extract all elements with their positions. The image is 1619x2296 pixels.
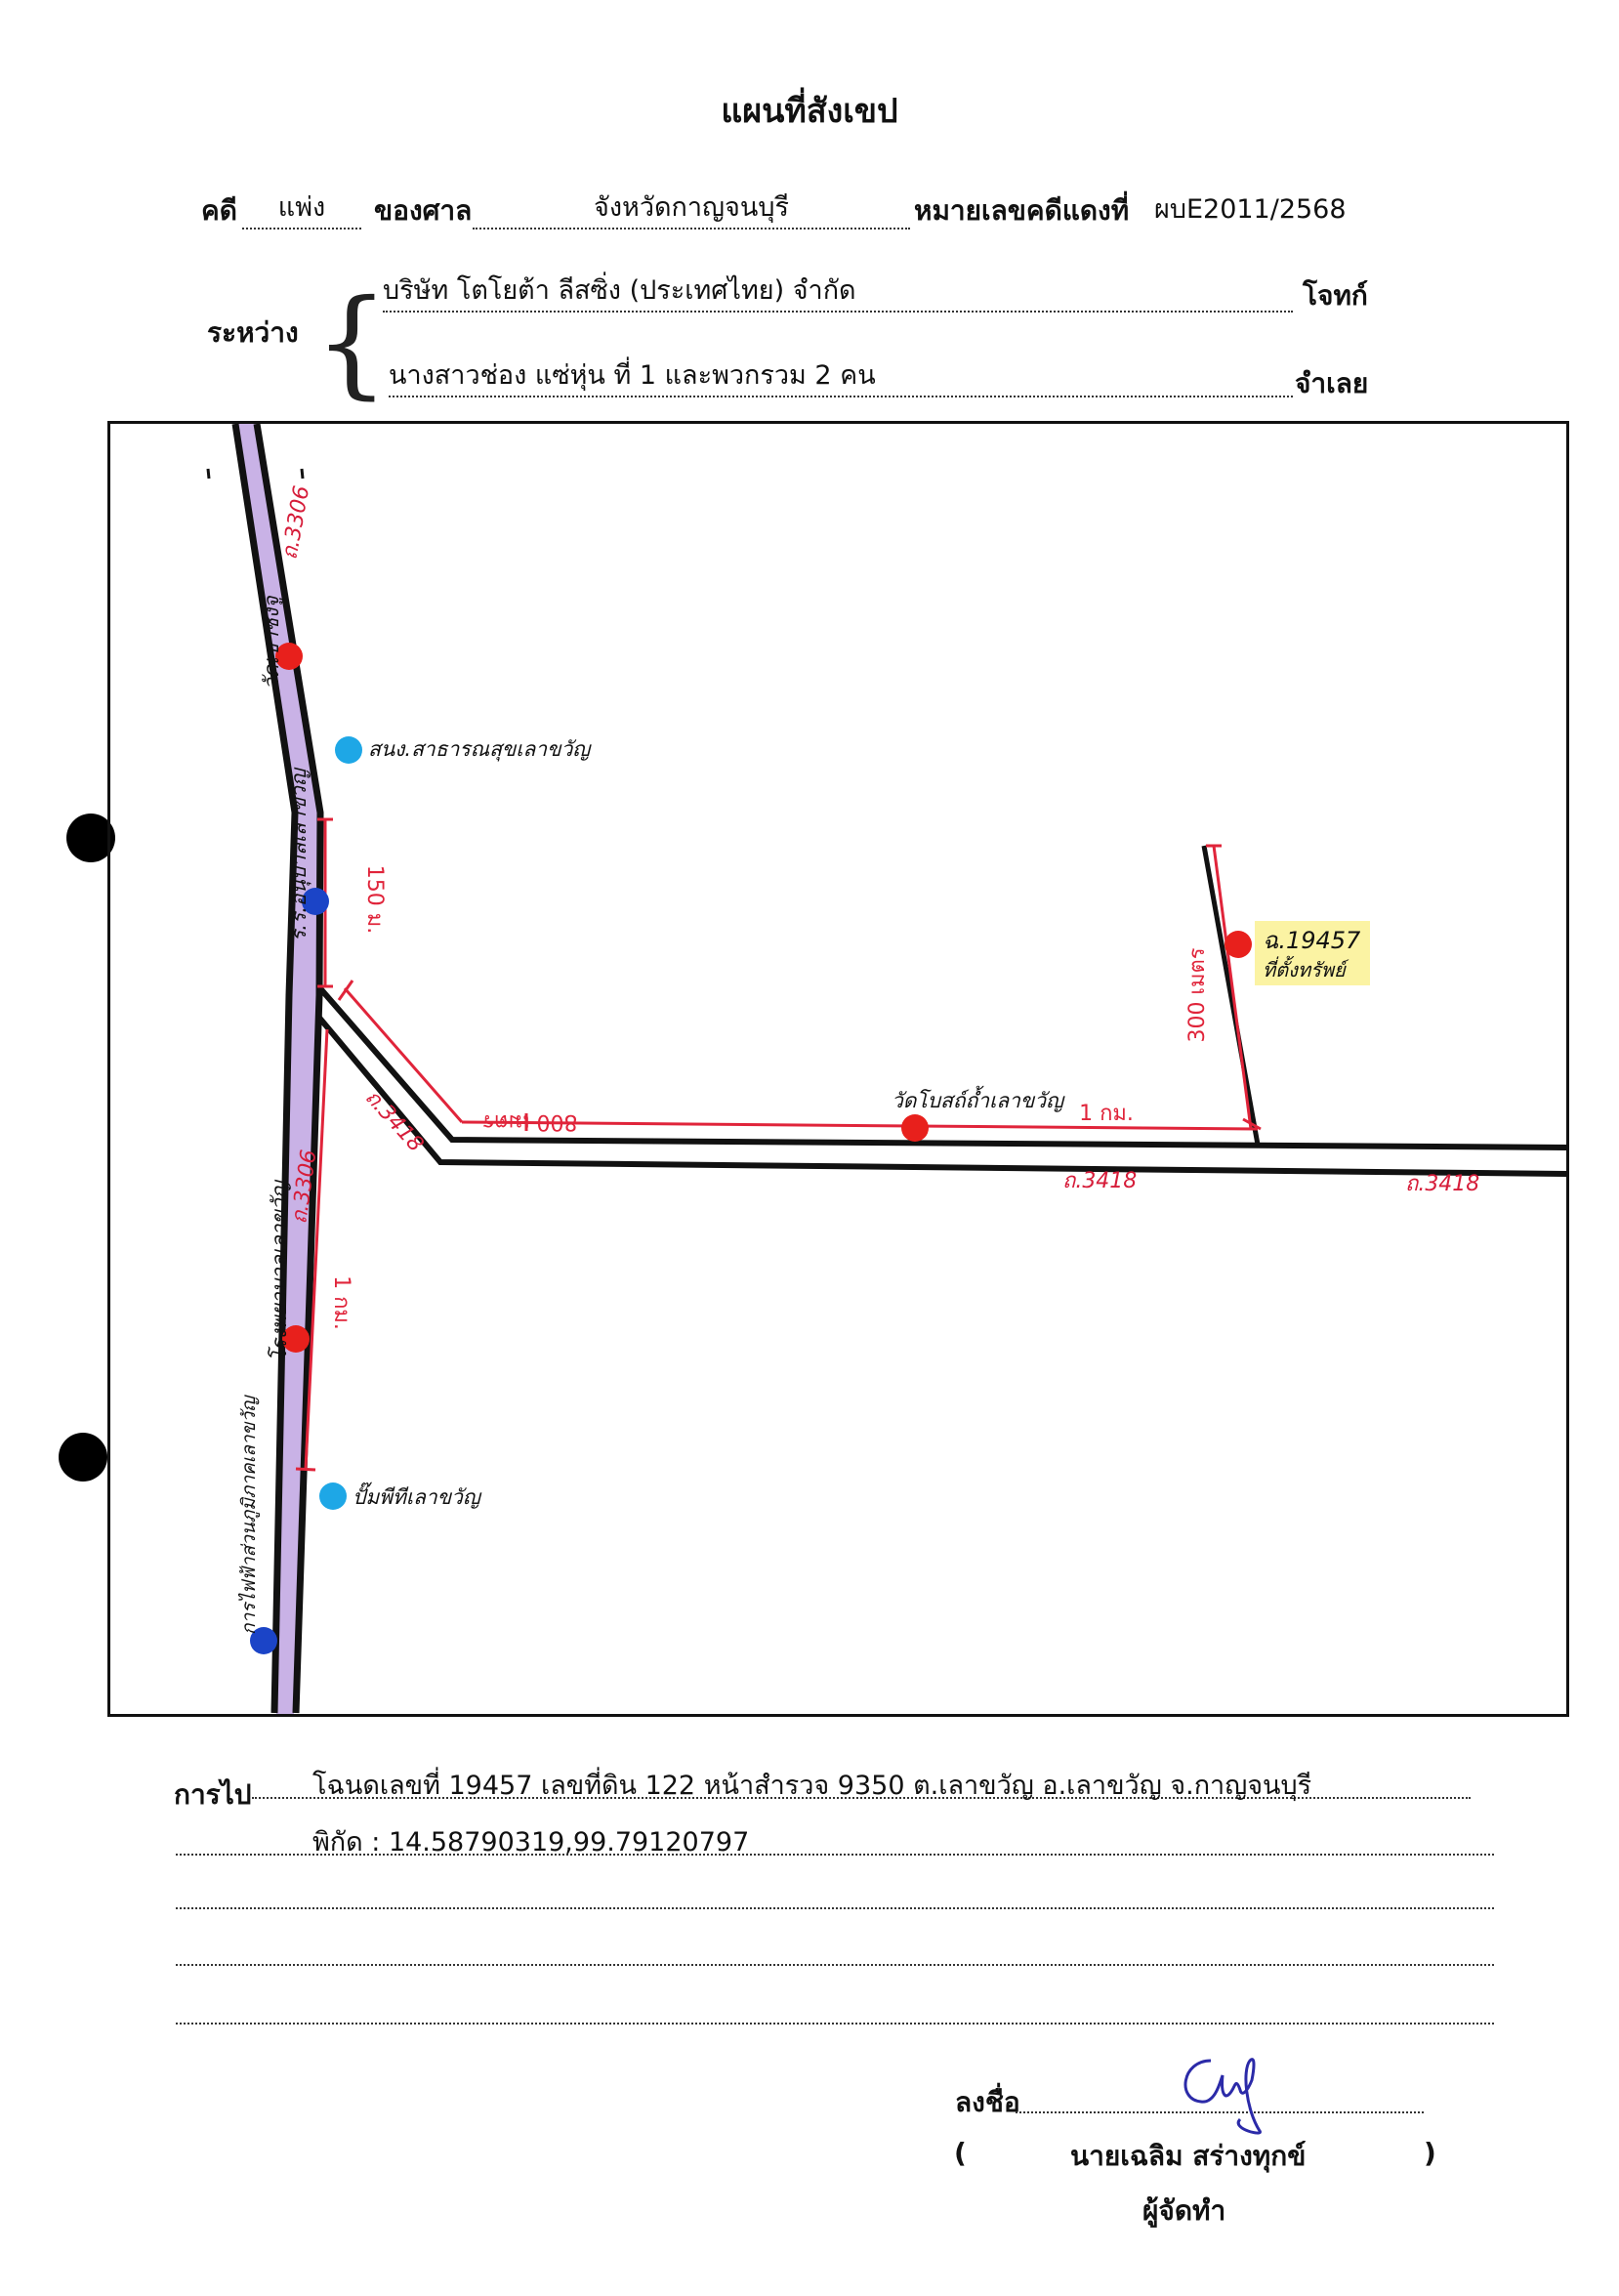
directions-coordinates: พิกัด : 14.58790319,99.79120797 [312,1827,750,1858]
case-type-value: แพ่ง [242,186,361,230]
public-health-label: สนง.สาธารณสุขเลาขวัญ [368,737,592,762]
sign-label: ลงชื่อ [955,2086,1020,2118]
distance-label-1km-horizontal: 1 กม. [1079,1102,1134,1126]
red-number-value: ผบE2011/2568 [1154,194,1347,225]
road-label-branch-end: ถ.3418 [1405,1172,1479,1196]
distance-label-1km-vertical: 1 กม. [329,1275,353,1330]
temple-khao-label: วัดเขาชงจู [260,595,284,689]
target-location-label: ที่ตั้งทรัพย์ [1263,955,1349,981]
case-type-label: คดี [201,194,237,227]
red-number-label: หมายเลขคดีแดงที่ [914,194,1130,227]
court-label: ของศาล [374,194,473,227]
road-label-branch-mid: ถ.3418 [1062,1169,1137,1193]
directions-line-4-rule [176,1962,1494,1966]
court-value: จังหวัดกาญจนบุรี [473,186,910,230]
brace-symbol: { [314,275,390,411]
gas-station-dot [319,1482,347,1510]
branch-road-bottom [316,1016,1566,1177]
hospital-label: โรงพยาบาลเลาขวัญ [268,1179,291,1361]
directions-line-3-rule [176,1905,1494,1909]
close-paren: ) [1424,2137,1436,2169]
distance-label-150: 150 ม. [362,865,387,934]
main-road-edge-left [231,424,299,1714]
binder-hole-top [66,814,115,862]
defendant-name: นางสาวช่อง แซ่หุ่น ที่ 1 และพวกรวม 2 คน [389,354,1293,397]
sign-line [1016,2109,1424,2113]
binder-hole-bottom [59,1433,107,1482]
main-road-fill [237,424,320,1714]
directions-line-5-rule [176,2021,1494,2025]
directions-line-1-rule [252,1795,1471,1799]
temple-mid-label: วัดโบสถ์ถ้ำเลาขวัญ [892,1085,1065,1112]
side-road [1201,845,1261,1146]
school-label: ร.ร.อนุบาลเลาขวัญ [287,767,311,941]
measure-800 [337,980,1259,1131]
gas-station-label: ปั๊มพีทีเลาขวัญ [353,1482,482,1509]
plaintiff-label: โจทก์ [1303,279,1368,312]
page-title: แผนที่สังเขป [721,92,898,131]
measure-1km-vertical [295,1028,329,1472]
signature-scribble [1183,2058,1262,2135]
electric-office-dot [250,1627,277,1654]
target-deed-number: ฉ.19457 [1263,927,1361,954]
signer-role: ผู้จัดทำ [1142,2194,1226,2227]
directions-deed-text: โฉนดเลขที่ 19457 เลขที่ดิน 122 หน้าสำรวจ… [312,1771,1312,1801]
map-frame: ถ.3306 ถ.3306 ถ.3418 ถ.3418 ถ.3418 150 ม… [107,421,1569,1717]
electric-office-label: การไฟฟ้าส่วนภูมิภาคเลาขวัญ [237,1395,260,1635]
public-health-dot [335,736,362,764]
target-highlight [1255,921,1370,985]
school-dot [302,888,329,915]
open-paren: ( [954,2137,967,2169]
tick-mark [206,468,211,480]
directions-label: การไป [174,1778,252,1811]
target-dot [1225,931,1252,958]
road-label-main-top: ถ.3306 [277,484,314,562]
between-label: ระหว่าง [207,316,299,349]
temple-mid-dot [901,1114,929,1142]
tick-mark [300,468,305,480]
distance-label-300: 300 เมตร [1185,947,1210,1042]
plaintiff-name: บริษัท โตโยต้า ลีสซิ่ง (ประเทศไทย) จำกัด [383,269,1293,313]
temple-khao-dot [275,643,303,670]
directions-line-2-rule [176,1852,1494,1856]
map-canvas: ถ.3306 ถ.3306 ถ.3418 ถ.3418 ถ.3418 150 ม… [206,424,1566,1714]
measure-300 [1206,844,1262,1131]
hospital-dot [282,1325,310,1353]
distance-label-800: 800 เมตร [482,1109,577,1134]
signer-name: นายเฉลิม สร่างทุกข์ [1070,2140,1307,2172]
branch-road-top [316,985,1566,1150]
defendant-label: จำเลย [1295,367,1369,399]
